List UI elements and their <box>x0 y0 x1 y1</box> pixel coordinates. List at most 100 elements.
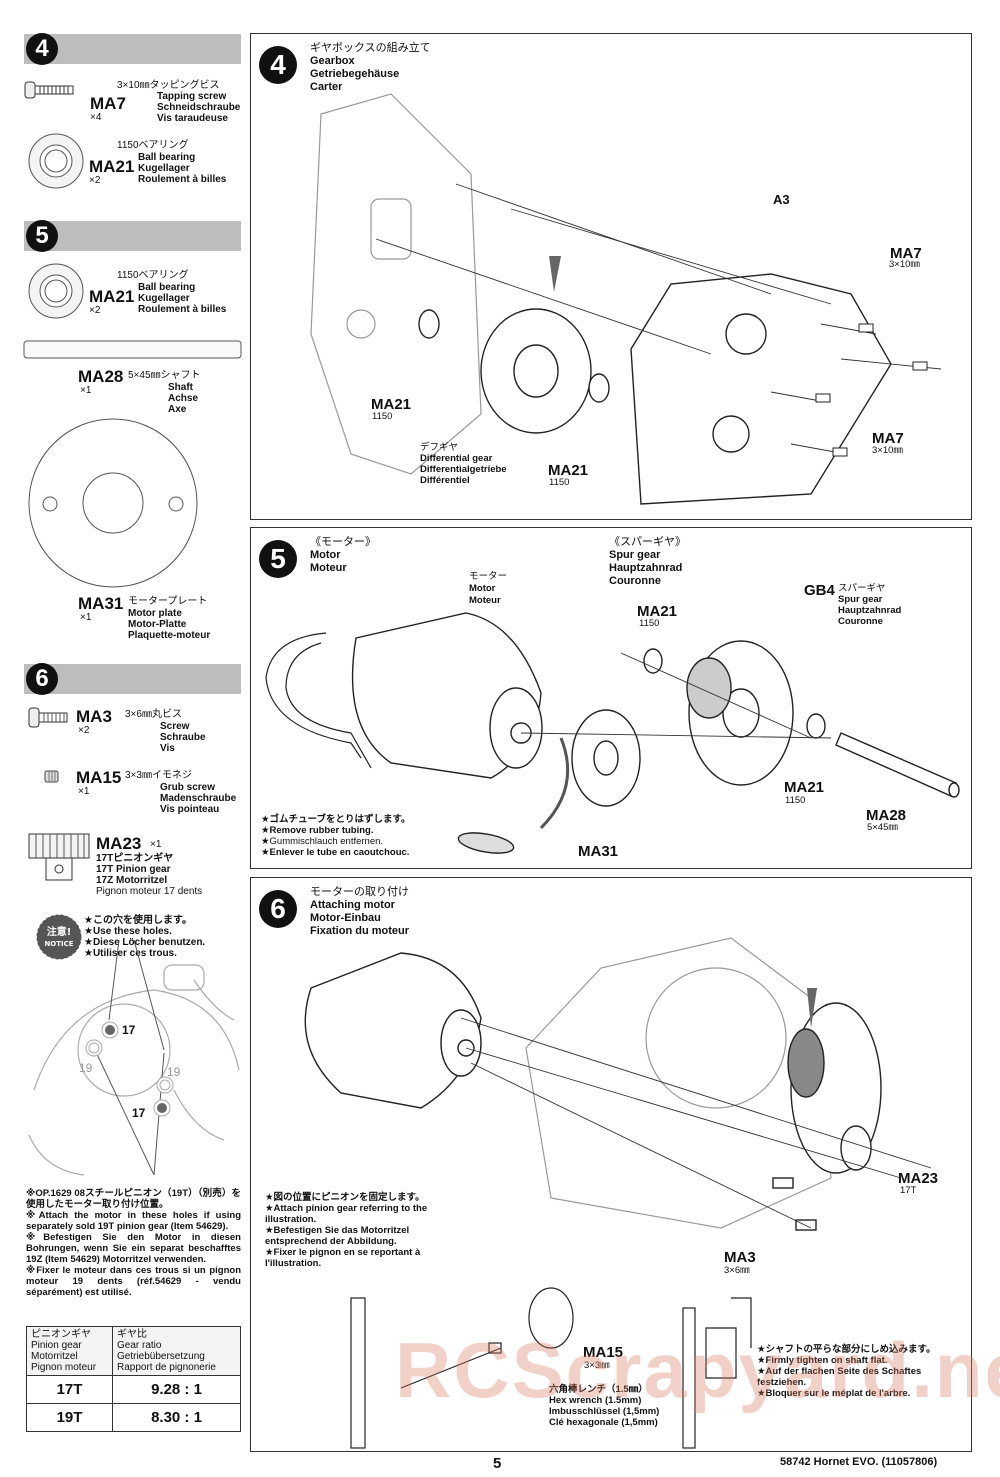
callout-ma7-bottom: MA7 <box>872 430 904 447</box>
gear-ratio-table: ピニオンギヤ Pinion gear Motorritzel Pignon mo… <box>26 1326 241 1432</box>
part-jp-ma31: モータープレート <box>128 596 208 607</box>
callout-ma28: MA28 <box>866 807 907 824</box>
bearing-bottom <box>806 713 826 739</box>
callout-motor-en: Motor <box>469 583 496 594</box>
part-jp-ma21: 1150ベアリング <box>117 270 189 281</box>
motor-wire <box>265 632 362 759</box>
notice-line-fr: ★Utiliser ces trous. <box>84 948 177 959</box>
ball-bearing-icon <box>28 263 84 319</box>
part-fr-ma7: Vis taraudeuse <box>157 113 228 124</box>
callout-ma21-top: MA21 <box>637 603 678 620</box>
remove-arrow-icon <box>539 737 570 830</box>
part-fr-ma15: Vis pointeau <box>160 804 220 815</box>
callout-ma21-left-size: 1150 <box>372 411 393 422</box>
gear-ratio-table-header: ピニオンギヤ Pinion gear Motorritzel Pignon mo… <box>26 1326 241 1376</box>
part-fr-ma23: Pignon moteur 17 dents <box>96 886 203 897</box>
part-de-ma15: Madenschraube <box>160 793 237 804</box>
gearbox-right-half-a3 <box>630 273 892 505</box>
notice-badge-icon: 注意! NOTICE <box>36 914 82 960</box>
shaft-icon <box>23 340 242 359</box>
step5-motor-en: Motor <box>310 549 341 561</box>
step6-title-de: Motor-Einbau <box>310 912 381 924</box>
part-qty-ma23: ×1 <box>150 839 162 850</box>
callout-ma23: MA23 <box>898 1170 939 1187</box>
step5-panel: 5 《モーター》 Motor Moteur 《スパーギヤ》 Spur gear … <box>250 527 972 869</box>
part-code-ma28: MA28 <box>78 367 124 386</box>
part-qty-ma3: ×2 <box>78 725 90 736</box>
step4-title-jp: ギヤボックスの組み立て <box>310 42 431 54</box>
part-qty-ma31: ×1 <box>80 612 92 623</box>
callout-ma7-top: MA7 <box>890 245 922 262</box>
hole-label-17-top: 17 <box>122 1023 136 1037</box>
screw-ma3 <box>772 1177 794 1189</box>
option-note-de: ※Befestigen Sie den Motor in diesen Bohr… <box>26 1232 241 1265</box>
part-code-ma23: MA23 <box>96 834 142 853</box>
step6-parts-number: 6 <box>26 663 58 695</box>
bearing-middle <box>588 373 610 403</box>
part-en-ma28: Shaft <box>168 382 193 393</box>
part-code-ma31: MA31 <box>78 594 124 613</box>
step6-title-fr: Fixation du moteur <box>310 925 409 937</box>
hole-label-17-bottom: 17 <box>132 1106 146 1120</box>
part-code-ma21: MA21 <box>89 157 135 176</box>
callout-hex-en: Hex wrench (1.5mm) <box>549 1395 642 1406</box>
product-code: 58742 Hornet EVO. (11057806) <box>780 1456 938 1468</box>
part-fr-ma21: Roulement à billes <box>138 304 227 315</box>
callout-diff-jp: デフギヤ <box>420 442 459 453</box>
step4-title-fr: Carter <box>310 81 343 93</box>
part-de-ma31: Motor-Platte <box>128 619 187 630</box>
notice-badge-bottom: NOTICE <box>44 940 73 948</box>
shaft <box>835 732 957 797</box>
notice-line-de: ★Diese Löcher benutzen. <box>84 937 206 948</box>
callout-gb4-en: Spur gear <box>838 594 883 605</box>
callout-a3: A3 <box>773 192 790 207</box>
step5-spur-fr: Couronne <box>609 575 661 587</box>
pinion-cell: 17T <box>26 1375 113 1404</box>
callout-ma21-middle-size: 1150 <box>549 477 570 488</box>
step5-spur-jp: 《スパーギヤ》 <box>609 536 686 548</box>
shaft-flat-inset <box>682 1297 752 1449</box>
part-de-ma23: 17Z Motorritzel <box>96 875 168 886</box>
part-code-ma21: MA21 <box>89 287 135 306</box>
step6-title-jp: モーターの取り付け <box>310 886 409 898</box>
part-de-ma21: Kugellager <box>138 163 190 174</box>
part-fr-ma3: Vis <box>160 743 175 754</box>
option-note: ※OP.1629 08スチールピニオン（19T）（別売）を使用したモーター取り付… <box>26 1188 241 1298</box>
part-jp-ma7: 3×10㎜タッピングビス <box>117 80 220 91</box>
bearing-left <box>418 309 440 339</box>
pinion-position-note: ★図の位置にピニオンを固定します。 ★Attach pinion gear re… <box>265 1192 428 1269</box>
callout-diff-de: Differentialgetriebe <box>420 464 507 475</box>
part-qty-ma21: ×2 <box>89 175 101 186</box>
pinion-detail-inset <box>350 1287 574 1449</box>
gearbox-left-half <box>310 93 482 475</box>
shaft-flat-note: ★シャフトの平らな部分にしめ込みます。 ★Firmly tighten on s… <box>757 1344 936 1399</box>
callout-diff-fr: Différentiel <box>420 475 470 486</box>
bearing-top <box>643 648 663 674</box>
part-de-ma21: Kugellager <box>138 293 190 304</box>
option-note-jp: ※OP.1629 08スチールピニオン（19T）（別売）を使用したモーター取り付… <box>26 1188 241 1210</box>
motor-mount-holes-diagram: 17 19 19 17 <box>28 939 240 1176</box>
callout-ma21-middle: MA21 <box>548 462 589 479</box>
notice-line-en: ★Use these holes. <box>84 926 172 937</box>
ratio-cell: 9.28 : 1 <box>112 1375 241 1404</box>
motor-plate-icon <box>28 418 198 588</box>
part-de-ma3: Schraube <box>160 732 206 743</box>
callout-motor-jp: モーター <box>469 571 508 582</box>
callout-hex-de: Imbusschlüssel (1,5mm) <box>549 1406 660 1417</box>
callout-gb4-de: Hauptzahnrad <box>838 605 902 616</box>
callout-hex-jp: 六角棒レンチ（1.5㎜） <box>549 1384 648 1395</box>
callout-ma15: MA15 <box>583 1344 624 1361</box>
step5-spur-de: Hauptzahnrad <box>609 562 683 574</box>
step4-parts-header-bar <box>24 34 241 64</box>
option-note-en: ※Attach the motor in these holes if usin… <box>26 1210 241 1232</box>
callout-ma21-bottom-size: 1150 <box>785 795 806 806</box>
callout-ma21-left: MA21 <box>371 396 412 413</box>
callout-diff-en: Differential gear <box>420 453 493 464</box>
notice-badge-top: 注意! <box>47 925 72 938</box>
callout-motor-fr: Moteur <box>469 595 501 606</box>
callout-ma3: MA3 <box>724 1249 756 1266</box>
part-de-ma28: Achse <box>168 393 199 404</box>
header-pinion: ピニオンギヤ Pinion gear Motorritzel Pignon mo… <box>26 1326 113 1376</box>
callout-gb4: GB4 <box>804 582 835 599</box>
gearbox-assembly-illustration <box>310 93 942 505</box>
